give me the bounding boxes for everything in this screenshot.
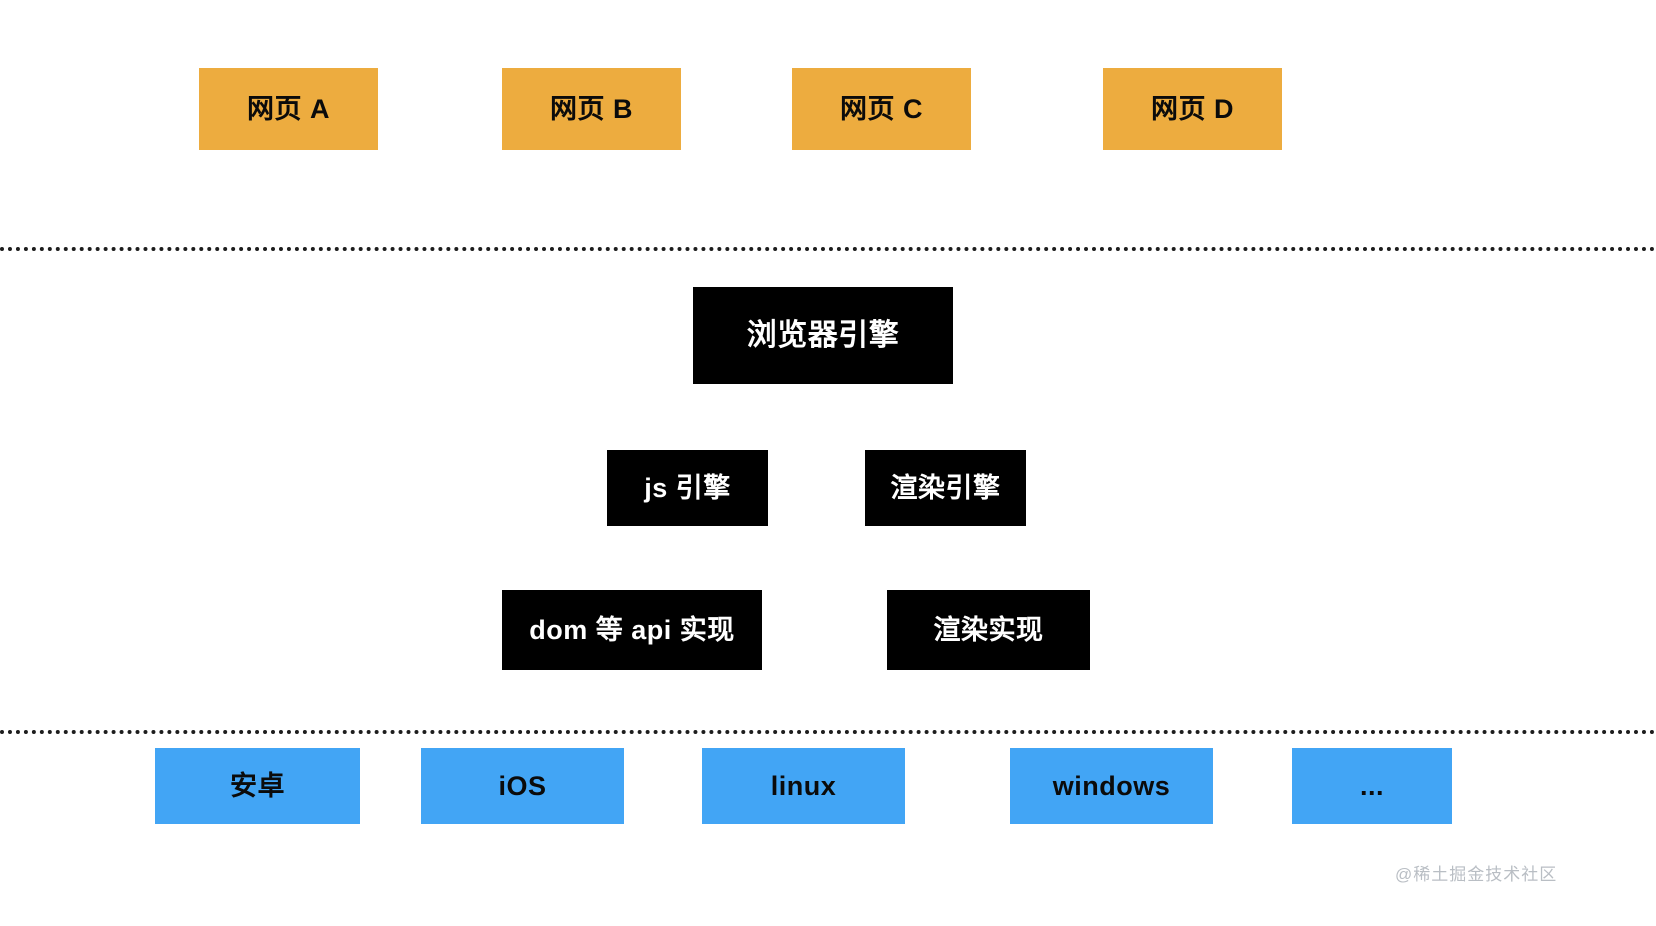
node-label: 渲染引擎 (890, 472, 1001, 503)
node-label: ... (1359, 770, 1384, 801)
watermark: @稀土掘金技术社区 (1395, 865, 1558, 884)
node-label: linux (770, 770, 837, 801)
node-label: 安卓 (230, 770, 285, 801)
divider-web-browser (0, 247, 1656, 251)
node-os-more: ... (1292, 748, 1452, 824)
node-web-page-c: 网页 C (792, 68, 971, 150)
node-js-engine: js 引擎 (607, 450, 768, 526)
node-os-ios: iOS (421, 748, 624, 824)
node-os-android: 安卓 (155, 748, 360, 824)
node-label: dom 等 api 实现 (529, 614, 735, 645)
node-web-page-b: 网页 B (502, 68, 681, 150)
node-web-page-a: 网页 A (199, 68, 378, 150)
divider-browser-os (0, 730, 1656, 734)
node-label: 渲染实现 (933, 614, 1044, 645)
node-label: 网页 B (550, 93, 633, 124)
node-render-engine: 渲染引擎 (865, 450, 1026, 526)
node-label: 网页 A (247, 93, 330, 124)
node-label: 网页 C (840, 93, 923, 124)
node-label: windows (1052, 770, 1171, 801)
node-label: iOS (498, 770, 547, 801)
node-label: 浏览器引擎 (746, 318, 900, 352)
node-label: js 引擎 (644, 472, 731, 503)
node-dom-api-impl: dom 等 api 实现 (502, 590, 762, 670)
node-label: 网页 D (1151, 93, 1234, 124)
node-os-windows: windows (1010, 748, 1213, 824)
node-render-impl: 渲染实现 (887, 590, 1090, 670)
node-browser-engine: 浏览器引擎 (693, 287, 953, 384)
node-os-linux: linux (702, 748, 905, 824)
node-web-page-d: 网页 D (1103, 68, 1282, 150)
